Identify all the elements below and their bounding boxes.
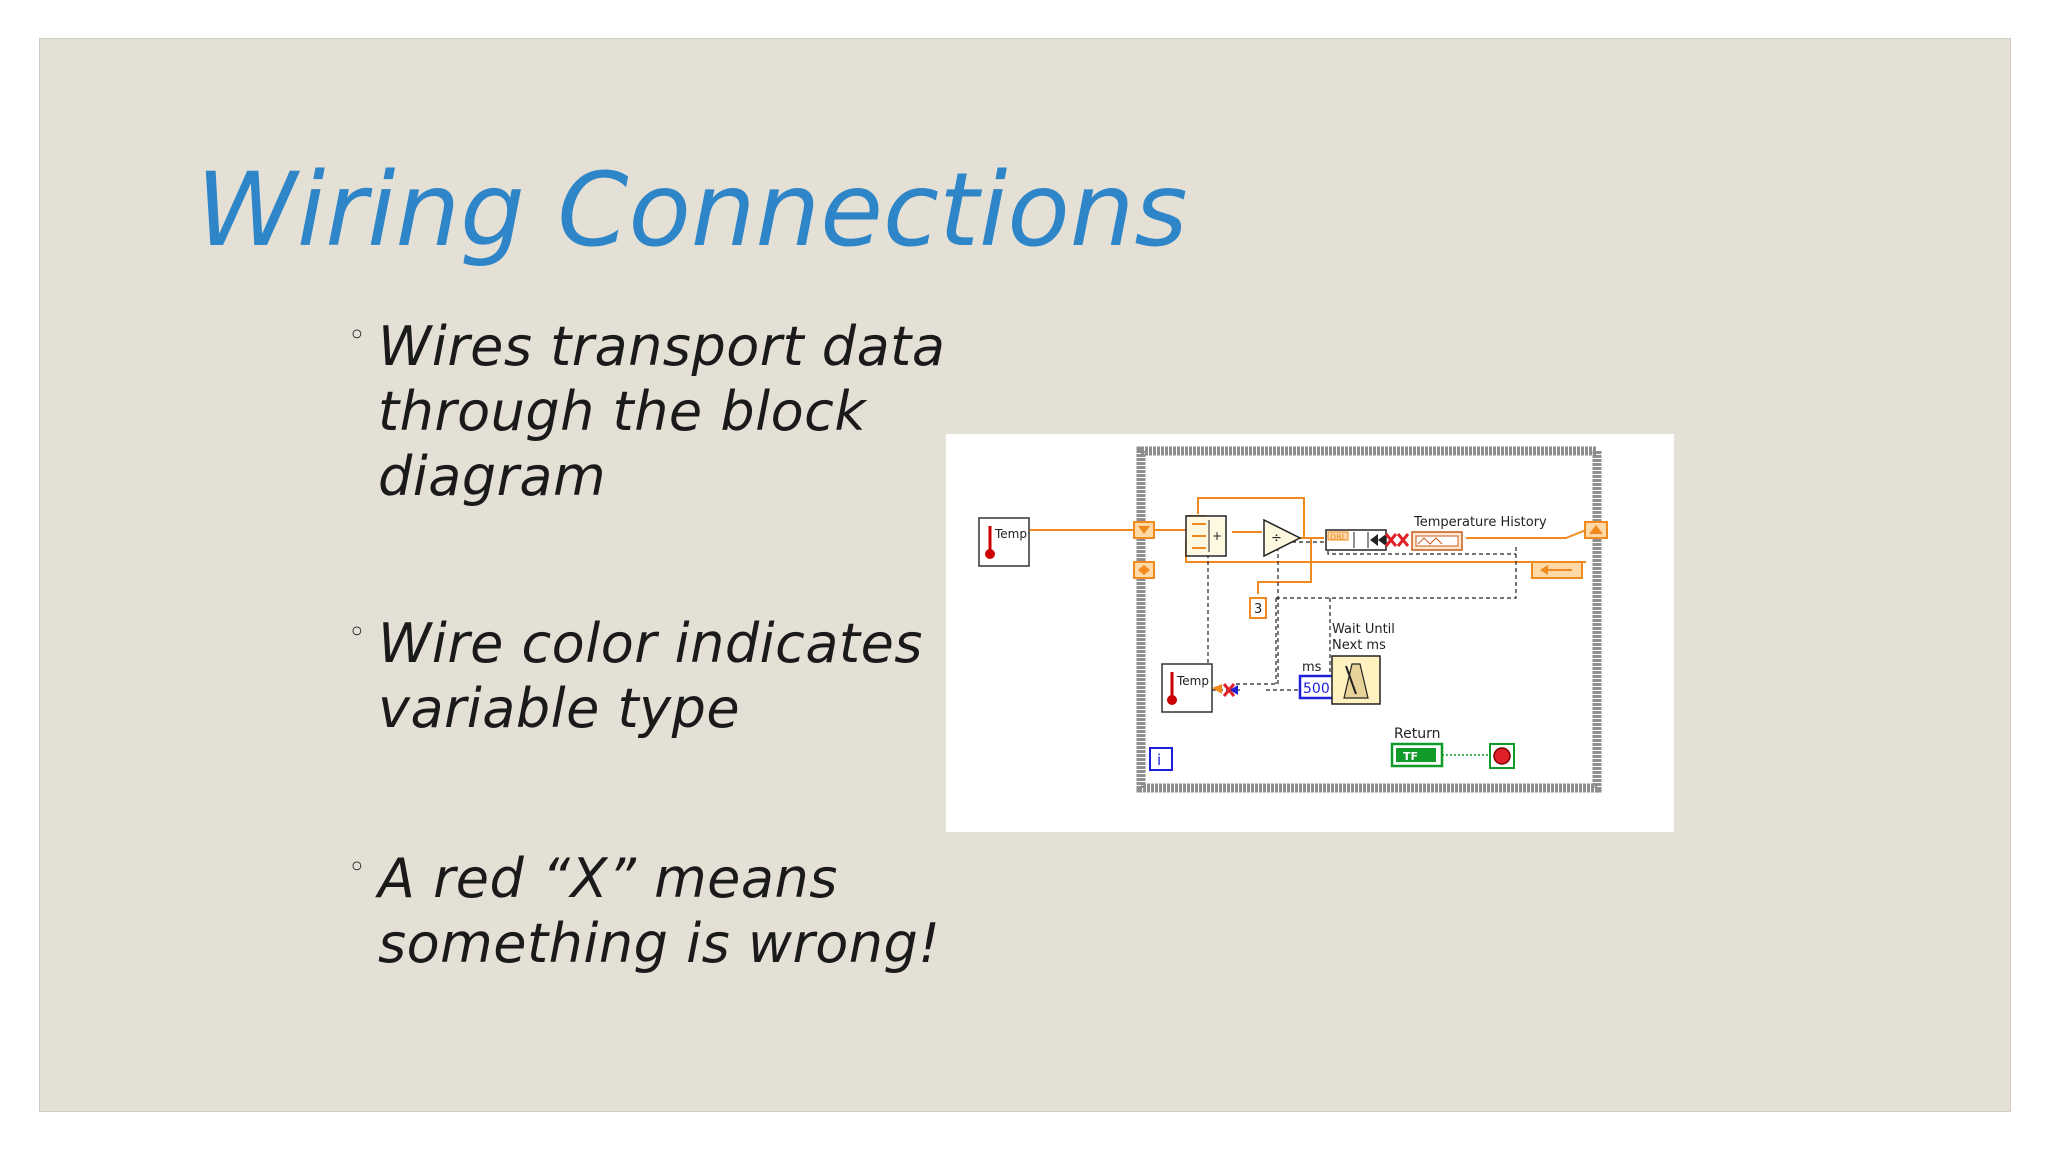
broken-wire-icon [1384,533,1410,547]
add-node-icon: + [1185,515,1227,557]
ms-label: ms [1302,660,1322,675]
bullet-marker: ◦ [348,850,366,885]
dbl-label: DBL [1330,533,1347,542]
constant-500: 500 [1298,674,1336,700]
thermometer-icon: Temp [978,517,1030,567]
svg-text:+: + [1212,529,1222,543]
chart-terminal [1411,531,1463,551]
history-label: Temperature History [1413,515,1547,530]
bullet-item: ◦ Wires transport data through the block… [348,314,988,509]
iteration-label: i [1157,751,1161,769]
wait-label-line2: Next ms [1332,638,1386,653]
constant-3: 3 [1249,597,1267,619]
const-500-label: 500 [1303,681,1330,697]
while-loop-frame [1136,446,1602,793]
block-diagram-svg: Temp Temp [978,446,1608,793]
wait-label-line1: Wait Until [1332,622,1395,637]
bullet-marker: ◦ [348,318,366,353]
bullet-marker: ◦ [348,615,366,650]
block-diagram-image: Temp Temp [946,434,1674,832]
bullet-text: Wires transport data through the block d… [378,315,946,508]
bullet-text: A red “X” means something is wrong! [378,847,941,975]
return-label: Return [1394,726,1440,742]
tf-label: TF [1403,750,1418,763]
shift-register-icon [1133,521,1155,579]
const-3-label: 3 [1254,602,1262,617]
metronome-icon [1331,655,1381,705]
bullet-item: ◦ A red “X” means something is wrong! [348,846,988,976]
temp-label: Temp [994,527,1027,541]
divide-node-icon: ÷ [1263,518,1302,558]
bullet-text: Wire color indicates variable type [378,612,923,740]
iteration-terminal: i [1149,747,1173,771]
shift-register-icon [1531,521,1608,579]
bullet-item: ◦ Wire color indicates variable type [348,611,988,741]
slide-title: Wiring Connections [196,151,1188,270]
broken-wire-icon [1212,683,1238,697]
thermometer-icon: Temp [1161,663,1213,713]
temp-label: Temp [1176,674,1209,688]
numeric-wires [1030,497,1587,594]
boolean-terminal: TF [1390,742,1444,768]
stop-terminal-icon [1489,743,1515,769]
build-array-icon: DBL [1325,529,1387,551]
svg-text:÷: ÷ [1271,531,1282,546]
